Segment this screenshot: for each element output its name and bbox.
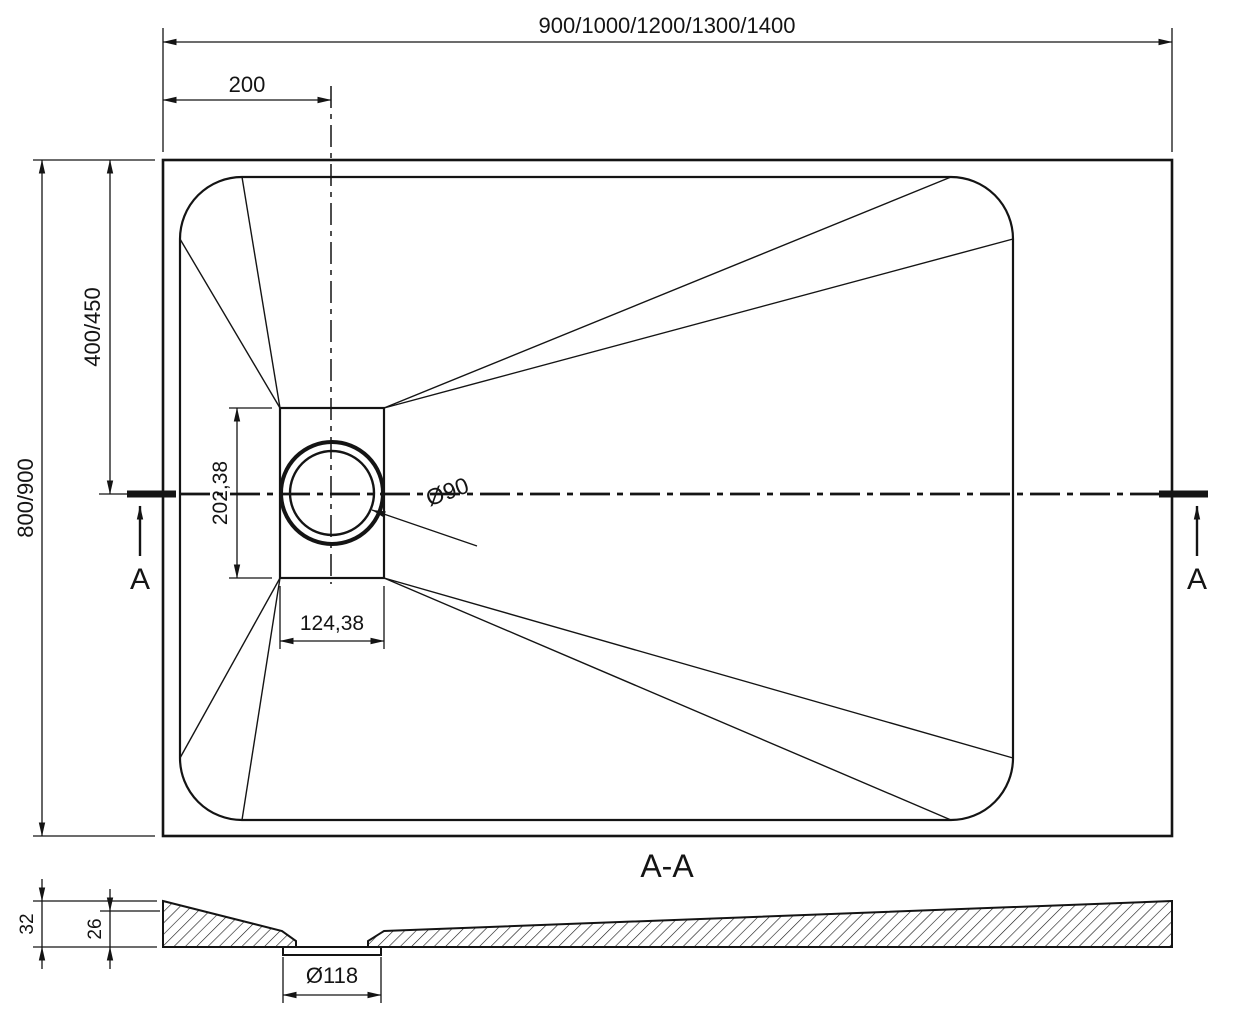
- top-view: [33, 28, 1208, 838]
- drain-diameter-label: Ø90: [422, 472, 472, 511]
- dim-basin-depth-label: 26: [85, 918, 106, 939]
- drain-flange: [282, 946, 382, 956]
- dim-drain-plate-length: [229, 407, 272, 579]
- dim-drain-plate-width: [279, 586, 385, 649]
- section-marker-left-label: A: [130, 563, 150, 596]
- dim-width: [33, 159, 155, 837]
- tray-inner-basin: [178, 175, 1015, 822]
- section-body-right: [367, 899, 1173, 948]
- section-body-left: [162, 899, 297, 948]
- dim-basin-depth: [100, 889, 160, 969]
- dim-drain-hole-label: Ø118: [306, 963, 358, 988]
- dim-section-height-label: 32: [17, 913, 38, 934]
- slope-crease-lines: [179, 176, 1014, 821]
- dim-drain-plate-width-label: 124,38: [300, 612, 364, 635]
- section-marker-right-label: A: [1187, 563, 1207, 596]
- dim-drain-offset-y: [99, 159, 128, 495]
- dim-drain-plate-length-label: 202,38: [209, 461, 232, 525]
- tray-outer-rim: [161, 158, 1174, 838]
- dim-drain-hole: [282, 957, 382, 1003]
- dim-length-label: 900/1000/1200/1300/1400: [539, 13, 796, 38]
- dim-drain-offset-x-label: 200: [229, 72, 266, 97]
- dim-width-label: 800/900: [13, 458, 38, 538]
- dim-drain-offset-y-label: 400/450: [80, 287, 105, 367]
- section-view: [33, 879, 1173, 1003]
- section-title: A-A: [640, 848, 694, 884]
- dim-section-height: [33, 879, 157, 969]
- dim-length: [162, 28, 1173, 152]
- drain-diameter-leader: [371, 509, 478, 547]
